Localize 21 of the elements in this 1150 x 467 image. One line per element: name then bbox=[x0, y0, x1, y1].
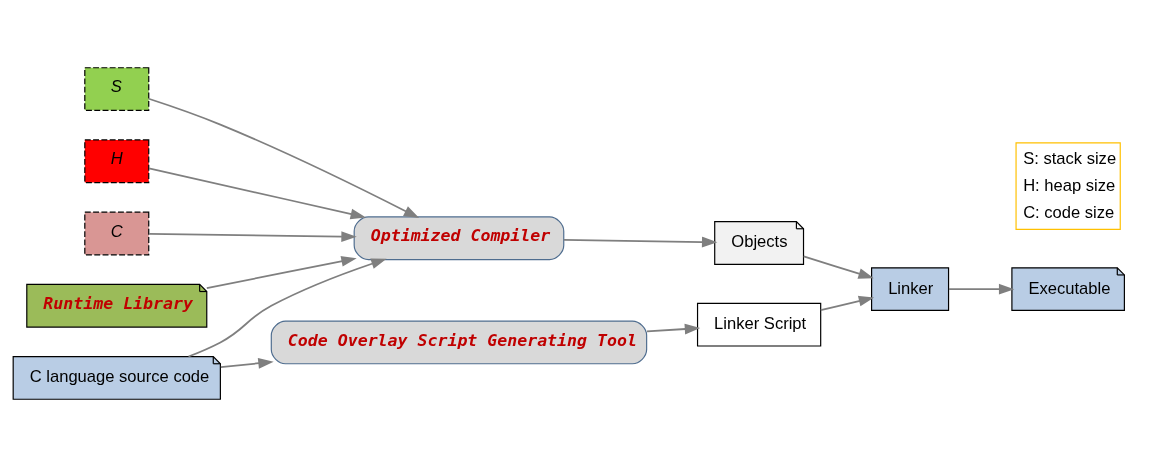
node-box: Linker Script bbox=[696, 302, 822, 347]
arrow bbox=[563, 236, 718, 248]
arrow bbox=[802, 255, 874, 279]
node-box: C bbox=[84, 211, 150, 256]
arrow bbox=[819, 295, 875, 312]
arrow bbox=[646, 323, 701, 335]
arrow bbox=[148, 231, 357, 242]
arrow bbox=[148, 167, 366, 220]
node-box: Optimized Compiler bbox=[353, 216, 565, 261]
label: H: heap size bbox=[1023, 176, 1116, 196]
label: C: code size bbox=[1023, 203, 1115, 223]
arrow bbox=[219, 357, 274, 369]
arrow bbox=[187, 258, 387, 358]
node-box: H bbox=[84, 139, 150, 184]
node-box: Linker bbox=[871, 267, 950, 312]
arrow bbox=[948, 283, 1015, 295]
node-box: S bbox=[84, 67, 150, 111]
label: S: stack size bbox=[1023, 148, 1117, 168]
node-box: Code Overlay Script Generating Tool bbox=[270, 320, 648, 365]
arrow bbox=[205, 256, 357, 289]
arrow bbox=[147, 97, 420, 219]
